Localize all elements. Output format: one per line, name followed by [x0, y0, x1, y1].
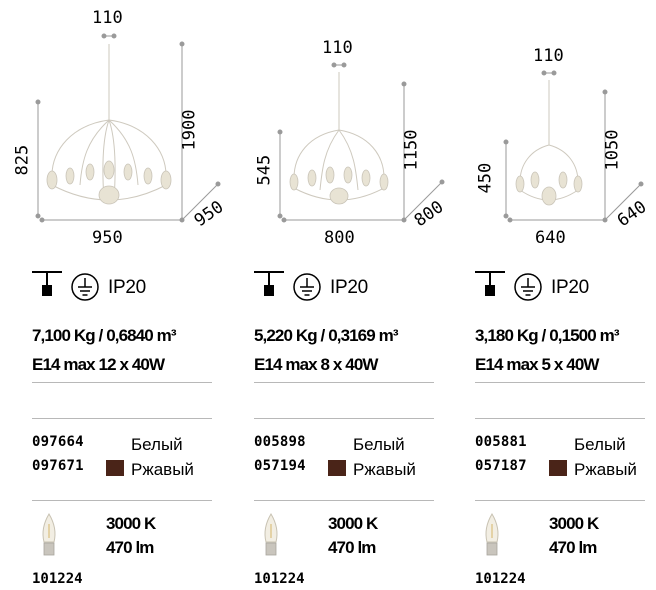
dim-height-body: 825	[12, 144, 33, 176]
divider	[475, 382, 645, 383]
divider	[32, 500, 212, 501]
dim-height-total: 1150	[401, 129, 422, 171]
variant-code: 005881	[475, 434, 527, 450]
dimension-drawing: 110 1900 825 950 950	[13, 0, 242, 255]
divider	[32, 382, 212, 383]
variant-code: 005898	[254, 434, 306, 450]
divider	[475, 418, 645, 419]
finish-swatch-rust	[328, 460, 346, 476]
finish-label: Ржавый	[574, 460, 637, 479]
lamp-code: 101224	[254, 571, 305, 587]
dim-height-body: 450	[475, 162, 496, 194]
color-temperature: 3000 K	[106, 514, 156, 533]
dimension-drawing: 110 1050 450 640 640	[475, 0, 656, 255]
dim-width: 950	[92, 228, 123, 248]
dim-top: 110	[322, 38, 353, 58]
bulb-icon	[39, 512, 59, 563]
finish-swatch-rust	[106, 460, 124, 476]
color-temperature: 3000 K	[328, 514, 378, 533]
ip-rating: IP20	[330, 277, 368, 298]
bulb-icon	[482, 512, 502, 563]
lamp-code: 101224	[32, 571, 83, 587]
ip-rating: IP20	[108, 277, 146, 298]
divider	[254, 418, 434, 419]
product-column-2: 110 1150 545 800 800 IP20 5,220 Kg / 0,3…	[254, 0, 464, 590]
finish-swatch-white	[106, 435, 124, 451]
divider	[254, 382, 434, 383]
ceiling-mount-icon	[475, 271, 505, 296]
install-icons: IP20	[475, 268, 656, 304]
dim-width: 800	[324, 228, 355, 248]
finish-swatch-rust	[549, 460, 567, 476]
earth-ground-icon	[514, 273, 542, 301]
install-icons: IP20	[32, 268, 242, 304]
earth-ground-icon	[293, 273, 321, 301]
bulb-spec: E14 max 12 x 40W	[32, 355, 165, 374]
chandelier-drawing	[277, 62, 445, 223]
bulb-icon	[261, 512, 281, 563]
variant-code: 097664	[32, 434, 84, 450]
color-temperature: 3000 K	[549, 514, 599, 533]
dimension-drawing: 110 1150 545 800 800	[254, 0, 464, 255]
finish-label: Белый	[353, 435, 405, 454]
finish-label: Ржавый	[353, 460, 416, 479]
install-icons: IP20	[254, 268, 464, 304]
finish-label: Белый	[574, 435, 626, 454]
bulb-spec: E14 max 8 x 40W	[254, 355, 378, 374]
dim-top: 110	[533, 46, 564, 66]
product-column-1: 110 1900 825 950 950 IP20 7,100 Kg / 0,6…	[13, 0, 242, 590]
weight-volume: 5,220 Kg / 0,3169 m³	[254, 326, 398, 345]
finish-label: Белый	[131, 435, 183, 454]
ceiling-mount-icon	[254, 271, 284, 296]
variant-code: 057194	[254, 458, 306, 474]
dim-height-total: 1900	[179, 109, 200, 151]
luminous-flux: 470 lm	[106, 538, 154, 557]
lamp-code: 101224	[475, 571, 526, 587]
luminous-flux: 470 lm	[328, 538, 376, 557]
divider	[32, 418, 212, 419]
dim-width: 640	[535, 228, 566, 248]
finish-swatch-white	[549, 435, 567, 451]
ceiling-mount-icon	[32, 271, 62, 296]
ip-rating: IP20	[551, 277, 589, 298]
weight-volume: 3,180 Kg / 0,1500 m³	[475, 326, 619, 345]
chandelier-drawing	[35, 33, 221, 223]
luminous-flux: 470 lm	[549, 538, 597, 557]
product-column-3: 110 1050 450 640 640 IP20 3,180 Kg / 0,1…	[475, 0, 656, 590]
chandelier-drawing	[503, 70, 644, 223]
bulb-spec: E14 max 5 x 40W	[475, 355, 599, 374]
variant-code: 097671	[32, 458, 84, 474]
earth-ground-icon	[71, 273, 99, 301]
finish-swatch-white	[328, 435, 346, 451]
divider	[254, 500, 434, 501]
finish-label: Ржавый	[131, 460, 194, 479]
divider	[475, 500, 645, 501]
dim-top: 110	[92, 8, 123, 28]
dim-height-body: 545	[254, 154, 275, 186]
weight-volume: 7,100 Kg / 0,6840 m³	[32, 326, 176, 345]
variant-code: 057187	[475, 458, 527, 474]
dim-height-total: 1050	[602, 129, 623, 171]
